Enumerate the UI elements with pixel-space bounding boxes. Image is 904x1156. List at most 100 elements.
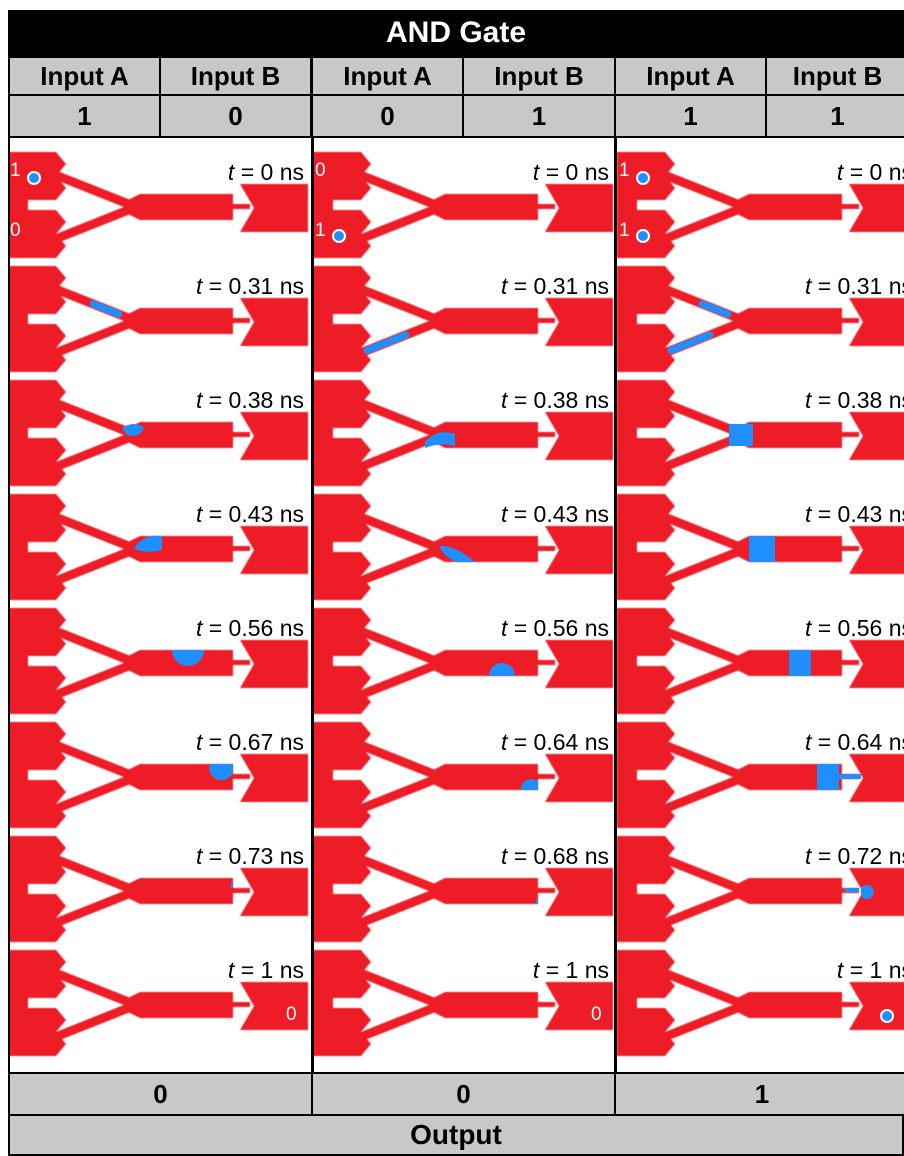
signal-layer — [520, 779, 538, 790]
arm-b — [53, 202, 141, 243]
time-label: t = 0.31 ns — [805, 273, 904, 299]
signal-layer — [749, 536, 775, 562]
time-label: t = 0 ns — [533, 159, 609, 185]
gate-device — [617, 608, 904, 714]
output-signal-dot — [880, 1009, 894, 1023]
output-port — [240, 640, 308, 688]
sim-frame: t = 0.67 ns — [8, 722, 308, 828]
input-a-port — [313, 152, 371, 200]
signal-pulse — [425, 432, 455, 448]
time-label: t = 0.38 ns — [805, 387, 904, 413]
sim-frame: t = 0.31 ns — [617, 266, 904, 372]
input-a-port — [8, 266, 66, 314]
signal-layer — [27, 171, 41, 185]
arm-a — [53, 513, 141, 554]
port-bridge — [617, 770, 637, 780]
port-bridge — [8, 656, 28, 666]
port-bridge — [617, 314, 637, 324]
time-label: t = 0.68 ns — [501, 843, 609, 869]
sim-frame: t = 0.56 ns — [313, 608, 613, 714]
input-b-port — [617, 666, 675, 714]
col1-output-value: 0 — [8, 1072, 313, 1116]
sim-frame: t = 0.38 ns — [617, 380, 904, 486]
input-a-port — [313, 494, 371, 542]
signal-layer — [817, 764, 861, 790]
output-link — [537, 888, 555, 893]
gate-device — [8, 266, 308, 372]
port-bridge — [617, 656, 637, 666]
output-link — [537, 318, 555, 323]
merge-channel — [737, 878, 842, 904]
merge-channel — [737, 308, 842, 334]
time-label: t = 0.31 ns — [196, 273, 304, 299]
gate-device — [313, 950, 613, 1056]
arm-a — [662, 171, 750, 212]
arm-b — [53, 886, 141, 927]
port-bridge — [313, 656, 333, 666]
output-link — [232, 1002, 250, 1007]
arm-b — [53, 544, 141, 585]
output-link — [537, 1002, 555, 1007]
arm-b — [358, 772, 446, 813]
port-bridge — [8, 200, 28, 210]
signal-pulse — [89, 300, 123, 318]
output-link — [537, 660, 555, 665]
signal-pulse — [861, 885, 874, 899]
sim-frame: t = 1 ns0 — [313, 950, 613, 1056]
col2-output-value: 0 — [311, 1072, 616, 1116]
input-a-port — [8, 494, 66, 542]
gate-device — [313, 836, 613, 942]
input-b-port — [617, 894, 675, 942]
merge-channel — [737, 764, 842, 790]
signal-layer — [231, 882, 233, 888]
port-bridge — [8, 770, 28, 780]
merge-channel — [433, 650, 538, 676]
merge-channel — [433, 308, 538, 334]
output-link — [537, 774, 555, 779]
output-link — [537, 204, 555, 209]
signal-layer — [489, 663, 515, 676]
arm-a — [662, 855, 750, 896]
sim-frame: t = 0.43 ns — [8, 494, 308, 600]
input-b-port — [313, 324, 371, 372]
output-port — [545, 640, 613, 688]
arm-a — [53, 969, 141, 1010]
col1-input-a-label: Input A — [8, 56, 161, 96]
arm-a — [53, 399, 141, 440]
arm-a — [358, 399, 446, 440]
output-label: Output — [8, 1116, 904, 1156]
merge-channel — [433, 878, 538, 904]
gate-device — [617, 722, 904, 828]
arm-b — [53, 1000, 141, 1041]
col2-input-b-label: Input B — [462, 56, 616, 96]
time-label: t = 0.43 ns — [196, 501, 304, 527]
gate-device — [8, 836, 308, 942]
sim-frame: t = 0.38 ns — [8, 380, 308, 486]
merge-channel — [128, 878, 233, 904]
input-b-port — [313, 894, 371, 942]
col2-input-a-value: 0 — [311, 94, 464, 138]
time-label: t = 0.31 ns — [501, 273, 609, 299]
signal-layer — [122, 424, 144, 436]
input-b-port — [617, 324, 675, 372]
input-b-port — [8, 552, 66, 600]
signal-layer — [172, 650, 204, 666]
port-a-value: 0 — [315, 160, 326, 181]
signal-pulse — [749, 536, 775, 562]
port-b-value: 1 — [315, 220, 326, 241]
signal-pulse — [698, 300, 732, 318]
time-label: t = 0 ns — [837, 159, 904, 185]
arm-a — [358, 741, 446, 782]
time-label: t = 0.67 ns — [196, 729, 304, 755]
port-bridge — [313, 542, 333, 552]
gate-device — [8, 380, 308, 486]
port-b-value: 0 — [10, 220, 21, 241]
figure-title: AND Gate — [8, 10, 904, 56]
time-label: t = 1 ns — [228, 957, 304, 983]
sim-frame: t = 0 ns 0 1 — [313, 152, 613, 258]
sim-frame: t = 0.43 ns — [617, 494, 904, 600]
sim-frame: t = 0.72 ns — [617, 836, 904, 942]
output-port — [849, 184, 904, 232]
